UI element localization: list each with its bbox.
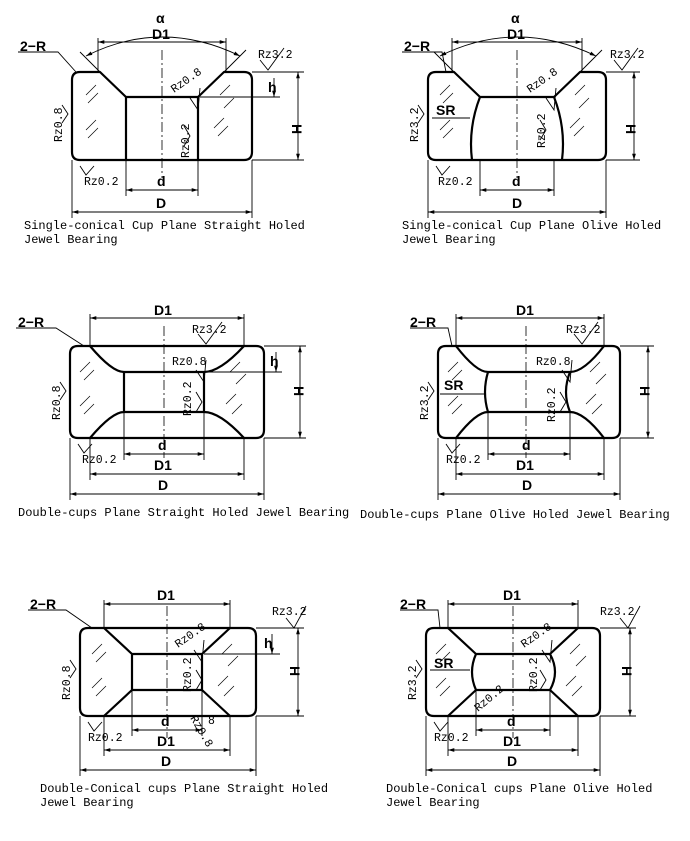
d4-2r-label: 2−R <box>410 314 436 330</box>
d6-rz08-top-label: Rz0.8 <box>519 621 555 651</box>
d1-D-label: D <box>156 195 166 211</box>
diagram-double-conical-straight <box>28 600 307 776</box>
d2-rz02-bore-label: Rz0.2 <box>536 113 549 148</box>
d6-D-label: D <box>507 753 517 769</box>
d1-rz02-bottom-label: Rz0.2 <box>84 176 119 189</box>
d6-rz32-label: Rz3.2 <box>600 606 635 619</box>
d4-rz32-side-label: Rz3.2 <box>419 385 432 420</box>
diagram-single-conical-straight <box>18 36 304 218</box>
d4-D-label: D <box>522 477 532 493</box>
d4-H-label: H <box>637 386 653 396</box>
caption-5-line-2: Jewel Bearing <box>40 796 134 810</box>
caption-4: Double-cups Plane Olive Holed Jewel Bear… <box>360 508 670 522</box>
d6-rz02-cone-label: Rz0.2 <box>472 683 507 715</box>
d2-H-label: H <box>623 124 639 134</box>
d3-rz02-bore-label: Rz0.2 <box>182 381 195 416</box>
d4-rz02-bore-label: Rz0.2 <box>546 387 559 422</box>
d5-H-label: H <box>287 666 303 676</box>
d1-2r-label: 2−R <box>20 38 46 54</box>
d2-rz32-label: Rz3.2 <box>610 49 645 62</box>
d1-h-label: h <box>268 79 277 95</box>
d2-alpha-label: α <box>511 10 520 26</box>
caption-2-line-2: Jewel Bearing <box>402 233 496 247</box>
d4-rz08-top-label: Rz0.8 <box>536 356 571 369</box>
d3-D1-top-label: D1 <box>154 302 172 318</box>
d5-D-label: D <box>161 753 171 769</box>
caption-2-line-1: Single-conical Cup Plane Olive Holed <box>402 219 661 233</box>
d3-h-label: h <box>270 353 279 369</box>
d6-d-label: d <box>507 713 516 729</box>
diagram-double-cups-straight <box>16 314 306 500</box>
d5-rz08-side-label: Rz0.8 <box>61 665 74 700</box>
caption-6-line-2: Jewel Bearing <box>386 796 480 810</box>
d1-d-label: d <box>157 173 166 189</box>
d3-D-label: D <box>158 477 168 493</box>
d2-D1-label: D1 <box>507 26 525 42</box>
diagram-single-conical-olive <box>402 36 640 218</box>
d2-rz32-side-label: Rz3.2 <box>409 107 422 142</box>
d3-d-label: d <box>158 437 167 453</box>
d6-sr-label: SR <box>434 655 453 671</box>
d5-eight-label: 8 <box>208 715 215 728</box>
d5-D1-top-label: D1 <box>157 587 175 603</box>
d3-rz08-side-label: Rz0.8 <box>51 385 64 420</box>
d5-h-label: h <box>264 635 273 651</box>
d3-D1-bottom-label: D1 <box>154 457 172 473</box>
d3-H-label: H <box>291 386 307 396</box>
d3-rz32-label: Rz3.2 <box>192 324 227 337</box>
d3-rz02-bottom-label: Rz0.2 <box>82 454 117 467</box>
d4-rz02-bottom-label: Rz0.2 <box>446 454 481 467</box>
d1-alpha-label: α <box>156 10 165 26</box>
caption-1-line-2: Jewel Bearing <box>24 233 118 247</box>
d1-rz02-bore-label: Rz0.2 <box>180 123 193 158</box>
d2-D-label: D <box>512 195 522 211</box>
d6-D1-top-label: D1 <box>503 587 521 603</box>
d2-d-label: d <box>512 173 521 189</box>
d5-D1-bottom-label: D1 <box>157 733 175 749</box>
d6-rz02-bore-label: Rz0.2 <box>528 657 541 692</box>
caption-5-line-1: Double-Conical cups Plane Straight Holed <box>40 782 328 796</box>
d2-rz02-bottom-label: Rz0.2 <box>438 176 473 189</box>
d3-2r-label: 2−R <box>18 314 44 330</box>
d4-D1-top-label: D1 <box>516 302 534 318</box>
d6-rz32-side-label: Rz3.2 <box>407 665 420 700</box>
diagram-double-cups-olive <box>410 314 654 500</box>
d5-2r-label: 2−R <box>30 596 56 612</box>
diagram-double-conical-olive <box>400 600 641 776</box>
d6-rz02-bottom-label: Rz0.2 <box>434 732 469 745</box>
d1-rz08-side-label: Rz0.8 <box>53 107 66 142</box>
d4-D1-bottom-label: D1 <box>516 457 534 473</box>
d5-d-label: d <box>161 713 170 729</box>
caption-6-line-1: Double-Conical cups Plane Olive Holed <box>386 782 652 796</box>
d2-2r-label: 2−R <box>404 38 430 54</box>
d4-d-label: d <box>522 437 531 453</box>
d6-2r-label: 2−R <box>400 596 426 612</box>
d2-sr-label: SR <box>436 102 455 118</box>
d5-rz02-bore-label: Rz0.2 <box>182 657 195 692</box>
d1-rz32-label: Rz3.2 <box>258 49 293 62</box>
caption-3: Double-cups Plane Straight Holed Jewel B… <box>18 506 349 520</box>
d3-rz08-top-label: Rz0.8 <box>172 356 207 369</box>
d1-D1-label: D1 <box>152 26 170 42</box>
d4-sr-label: SR <box>444 377 463 393</box>
d5-rz02-bottom-label: Rz0.2 <box>88 732 123 745</box>
d6-D1-bottom-label: D1 <box>503 733 521 749</box>
d1-H-label: H <box>289 124 305 134</box>
d6-H-label: H <box>619 666 635 676</box>
caption-1-line-1: Single-conical Cup Plane Straight Holed <box>24 219 305 233</box>
d4-rz32-label: Rz3.2 <box>566 324 601 337</box>
d5-rz32-label: Rz3.2 <box>272 606 307 619</box>
